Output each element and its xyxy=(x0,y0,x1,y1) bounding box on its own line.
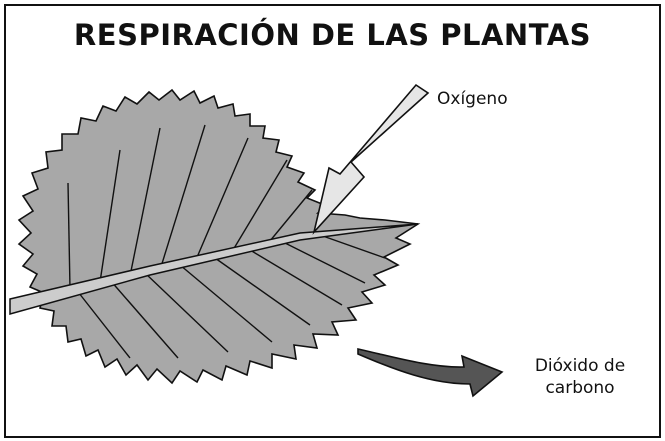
oxygen-arrow xyxy=(312,83,430,235)
co2-label: Dióxido de carbono xyxy=(510,355,650,399)
leaf-veins xyxy=(67,124,386,359)
leaf-blade xyxy=(17,88,421,385)
oxygen-label: Oxígeno xyxy=(437,89,508,109)
co2-label-line-1: Dióxido de xyxy=(534,356,626,376)
co2-label-line-2: carbono xyxy=(545,378,615,398)
diagram-title: RESPIRACIÓN DE LAS PLANTAS xyxy=(73,18,592,52)
diagram-frame xyxy=(4,4,661,438)
co2-arrow xyxy=(357,348,504,398)
leaf-midrib xyxy=(9,223,419,315)
